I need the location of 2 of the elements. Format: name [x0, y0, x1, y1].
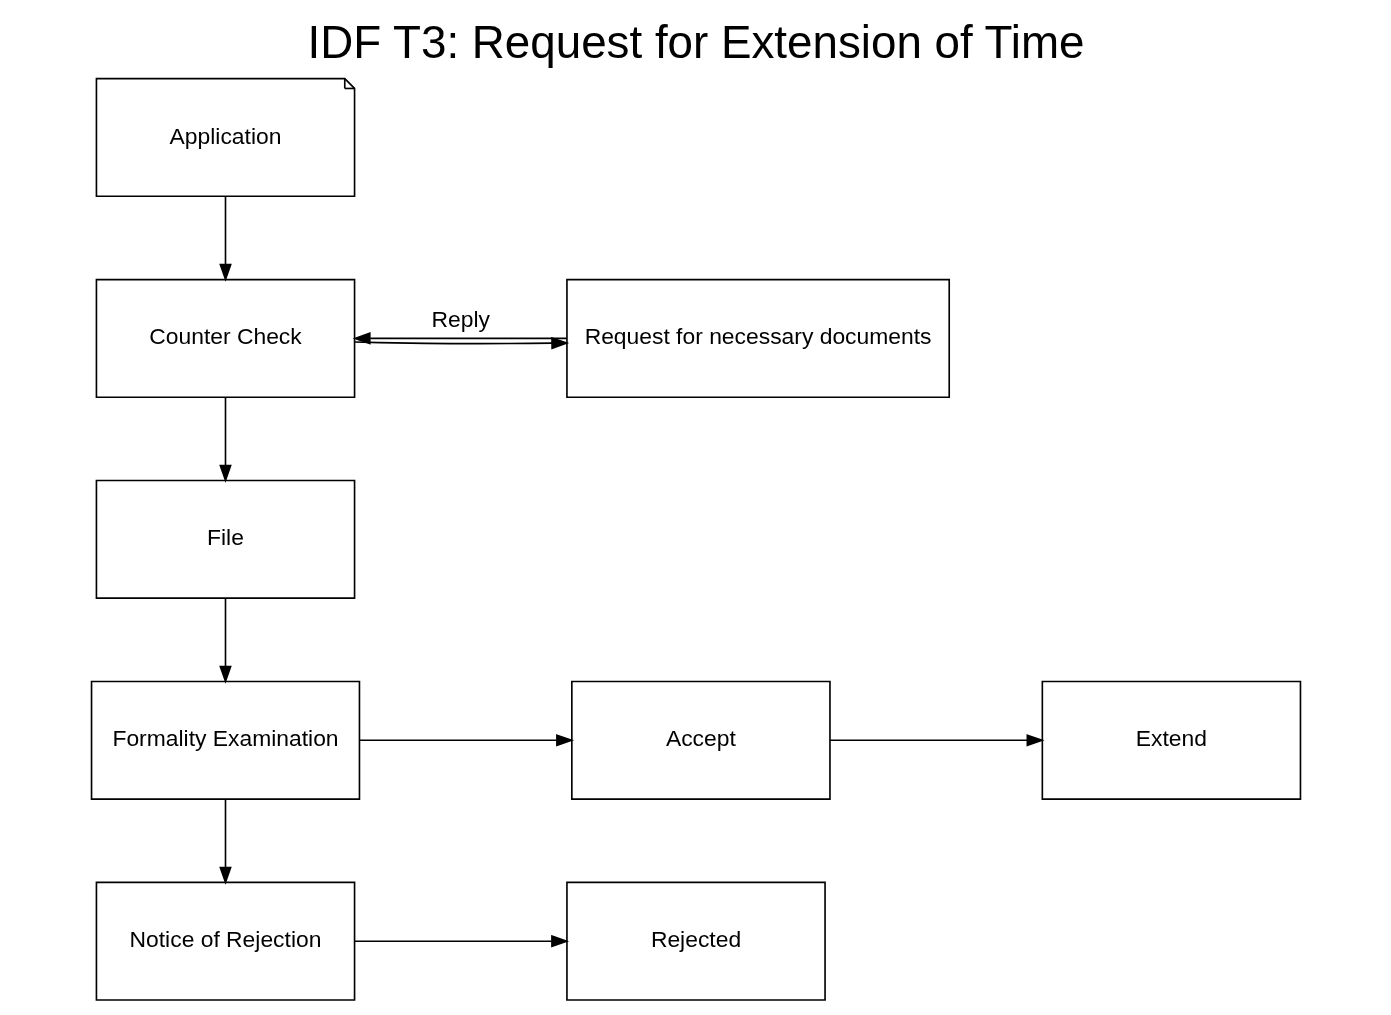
diagram-title: IDF T3: Request for Extension of Time	[307, 17, 1084, 69]
edge-label: Reply	[431, 306, 490, 333]
